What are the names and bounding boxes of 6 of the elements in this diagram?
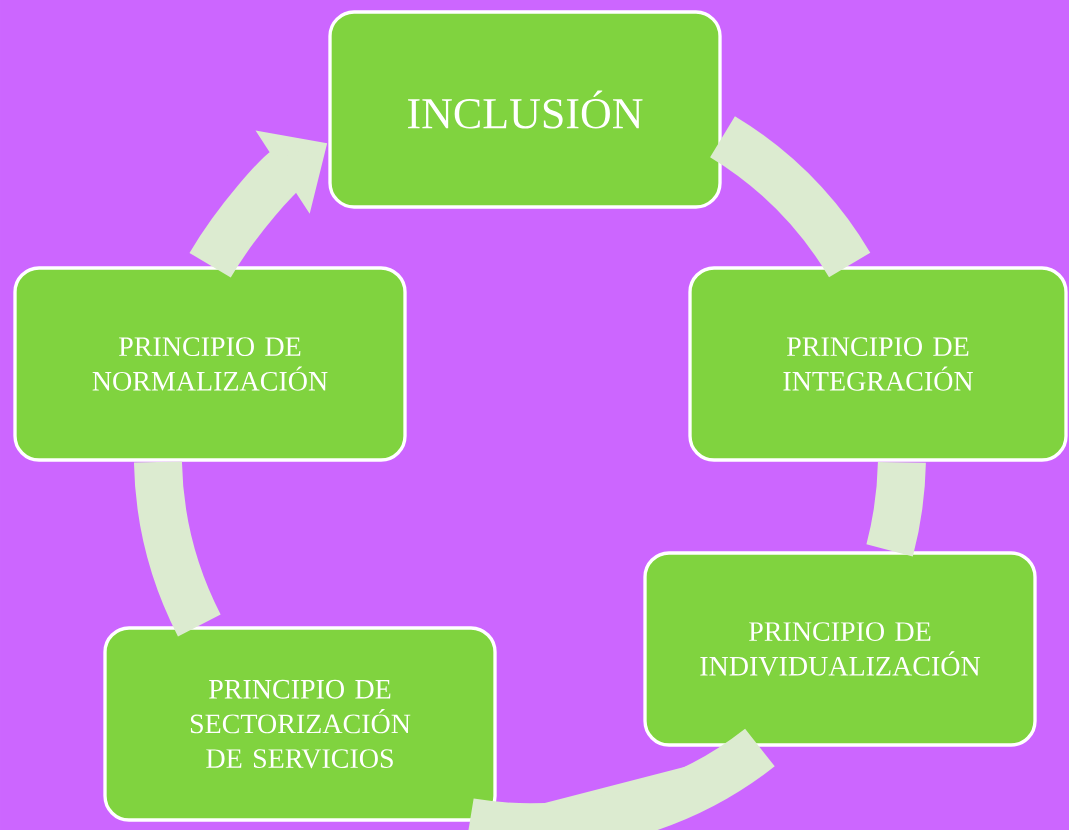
- process-box: INCLUSIÓN: [328, 10, 722, 209]
- process-box: PRINCIPIO DE INTEGRACIÓN: [688, 266, 1068, 462]
- arrow: [466, 728, 775, 830]
- process-box: PRINCIPIO DE SECTORIZACIÓN DE SERVICIOS: [103, 626, 497, 822]
- process-box: PRINCIPIO DE NORMALIZACIÓN: [13, 266, 407, 462]
- process-box: PRINCIPIO DE INDIVIDUALIZACIÓN: [643, 551, 1037, 747]
